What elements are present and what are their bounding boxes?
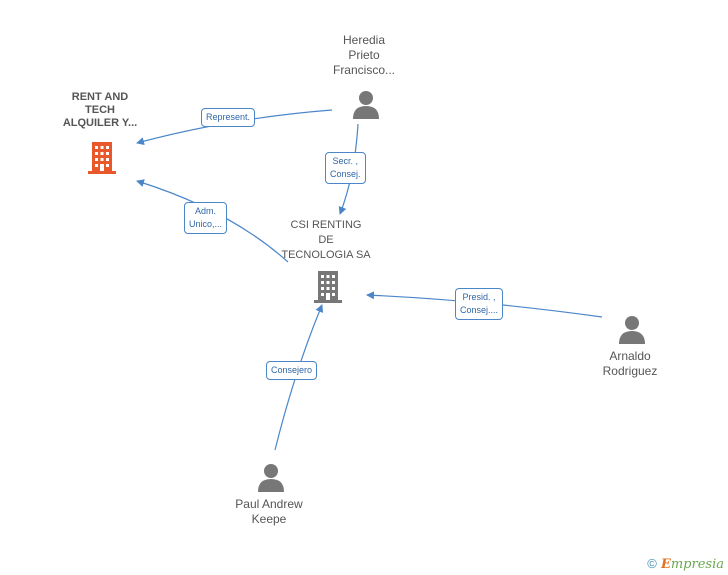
- edge-label-presid-consej[interactable]: Presid. , Consej....: [455, 288, 504, 320]
- node-label-line: CSI RENTING: [290, 219, 362, 231]
- building-icon[interactable]: [86, 140, 118, 176]
- person-icon[interactable]: [256, 462, 286, 492]
- node-label-rent-and-tech[interactable]: RENT AND TECH ALQUILER Y...: [52, 91, 148, 130]
- node-label-line: Keepe: [251, 512, 287, 526]
- edge-label-line: Secr. ,: [332, 156, 359, 166]
- brand-name: mpresia: [670, 557, 724, 572]
- edge-label-line: Consej....: [460, 305, 499, 315]
- node-label-csi[interactable]: CSI RENTING DE TECNOLOGIA SA: [278, 218, 374, 263]
- edge-label-secr-consej[interactable]: Secr. , Consej.: [325, 152, 366, 184]
- node-label-paul[interactable]: Paul Andrew Keepe: [224, 497, 314, 527]
- node-label-line: Arnaldo: [609, 349, 651, 363]
- brand-initial: E: [660, 557, 671, 572]
- node-label-line: Paul Andrew: [235, 497, 303, 511]
- node-label-arnaldo[interactable]: Arnaldo Rodriguez: [590, 349, 670, 379]
- node-label-line: TECNOLOGIA SA: [281, 249, 371, 261]
- node-label-line: TECH: [85, 104, 115, 116]
- copyright-icon: ©: [647, 556, 657, 571]
- edge-label-consejero[interactable]: Consejero: [266, 361, 318, 380]
- node-label-line: Rodriguez: [602, 364, 658, 378]
- person-icon[interactable]: [617, 314, 647, 344]
- node-label-line: ALQUILER Y...: [62, 117, 138, 129]
- edge-label-line: Presid. ,: [462, 292, 496, 302]
- edge-label-line: Represent.: [206, 112, 251, 122]
- edge-label-adm-unico[interactable]: Adm. Unico,...: [184, 202, 228, 234]
- edge-label-represent[interactable]: Represent.: [201, 108, 256, 127]
- edge-label-line: Unico,...: [189, 219, 223, 229]
- person-icon[interactable]: [351, 89, 381, 119]
- node-label-line: RENT AND: [71, 91, 129, 103]
- building-icon[interactable]: [312, 269, 344, 305]
- empresia-credit[interactable]: © Empresia: [647, 556, 724, 572]
- node-label-line: Prieto: [348, 48, 380, 62]
- edge-label-line: Adm.: [195, 206, 217, 216]
- edge-label-line: Consej.: [330, 169, 361, 179]
- node-label-heredia[interactable]: Heredia Prieto Francisco...: [320, 33, 408, 78]
- node-label-line: Heredia: [342, 33, 386, 47]
- edge-label-line: Consejero: [271, 365, 313, 375]
- node-label-line: Francisco...: [332, 63, 395, 77]
- node-label-line: DE: [318, 234, 334, 246]
